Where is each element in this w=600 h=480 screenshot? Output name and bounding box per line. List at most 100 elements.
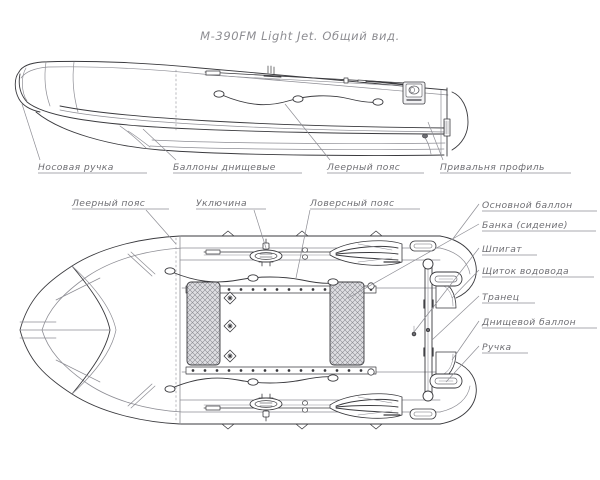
oar-blade-bottom <box>329 393 403 419</box>
stern-cone-bottom <box>439 361 477 425</box>
label-osnovnoy-ballon: Основной баллон <box>482 200 597 212</box>
lifeline-bottom <box>171 376 335 389</box>
grommet-top-3 <box>327 278 339 286</box>
transom-bracket-1 <box>423 299 434 309</box>
oar-handle <box>205 70 221 76</box>
hull-tab-4 <box>221 230 235 237</box>
plan-view-top-leaders <box>145 209 311 279</box>
side-view <box>14 60 469 157</box>
side-view-leaders <box>21 103 444 161</box>
leader-loversnyy-poyas <box>295 209 311 279</box>
leader-leernyy-poyas-plan <box>145 209 177 245</box>
oar-stop <box>343 77 349 84</box>
seat-panel-aft <box>329 281 365 366</box>
transom-bracket-2 <box>423 347 434 357</box>
label-shpigat: Шпигат <box>482 244 537 256</box>
oar-handle-bottom <box>205 405 221 411</box>
bottom-tube-outer <box>35 111 445 156</box>
side-view-label-group: Носовая ручка Баллоны днищевые Леерный п… <box>38 162 571 174</box>
handle-top <box>429 271 463 287</box>
lifeline-top <box>171 271 335 284</box>
deck-rail-2 <box>204 74 425 88</box>
handle-outer-bottom <box>409 408 437 420</box>
bottom-tube-nose <box>127 130 151 148</box>
bow-seam-2 <box>72 61 79 113</box>
label-text: Леерный пояс <box>326 162 400 173</box>
label-banka-sidenie: Банка (сидение) <box>482 220 596 232</box>
grommet-1 <box>213 90 225 98</box>
leader-tranets <box>431 295 480 341</box>
transom-hatch <box>444 120 449 135</box>
rubbing-strake-bottom <box>59 109 448 133</box>
bow-cap-inner <box>22 67 28 102</box>
label-text: Основной баллон <box>482 200 573 211</box>
stern-cone-bottom-inner <box>439 385 471 413</box>
leader-dnishchevoy-ballon <box>451 320 480 361</box>
deck-rail <box>204 71 425 85</box>
label-text: Ловерсный пояс <box>309 198 394 209</box>
label-text: Банка (сидение) <box>482 220 568 231</box>
grommet-2 <box>292 95 304 103</box>
main-tube-bottom <box>18 73 448 135</box>
label-leernyy-poyas-plan: Леерный пояс <box>71 198 169 210</box>
leader-nosovaya-ruchka <box>21 103 41 161</box>
label-text: Ручка <box>482 342 512 353</box>
leader-uklyuchina <box>253 209 267 249</box>
bow-panel-seam <box>55 277 101 383</box>
label-text: Шпигат <box>482 244 522 255</box>
grommet-top-1 <box>164 267 176 275</box>
stern-round <box>451 91 469 151</box>
plan-view <box>19 230 477 430</box>
bow-seam-1 <box>44 61 51 107</box>
bow-side-seam-2 <box>130 251 156 409</box>
leader-ballony-dnishchevye <box>142 128 177 161</box>
stern-cone-top <box>439 235 477 299</box>
plan-view-right-label-group: Основной баллон Банка (сидение) Шпигат Щ… <box>481 200 597 354</box>
floor-fitting-3 <box>223 349 237 363</box>
oarlock-side <box>263 65 282 81</box>
leader-osnovnoy-ballon <box>451 203 480 241</box>
handle-outer-top <box>409 240 437 252</box>
oar-blade-top <box>329 240 403 266</box>
label-ruchka: Ручка <box>482 342 528 354</box>
label-loversnyy-poyas: Ловерсный пояс <box>309 198 420 210</box>
oarlock-bottom <box>249 393 283 422</box>
grommet-bottom-2 <box>247 378 259 386</box>
leader-shpigat <box>413 247 480 333</box>
hull-tab-5 <box>295 230 309 237</box>
seat-panel-forward <box>186 281 221 366</box>
slat-end-ring-2 <box>367 368 375 376</box>
grommet-bottom-1 <box>164 385 176 393</box>
bow-cap <box>14 71 41 113</box>
label-dnishchevoy-ballon: Днищевой баллон <box>481 317 597 329</box>
hull-tab-2 <box>295 423 309 430</box>
handle-bottom <box>429 373 463 389</box>
oar-handle-top <box>205 249 221 255</box>
transom-bottom-ring <box>422 390 434 402</box>
bottom-tube-line-1 <box>149 145 445 150</box>
label-shchitok-vodovoda: Щиток водовода <box>482 266 594 278</box>
transom-center-bolt <box>425 327 431 333</box>
stern-cone-top-inner <box>439 247 471 275</box>
hull-tab-6 <box>369 230 383 237</box>
label-tranets: Транец <box>482 292 535 304</box>
bow-side-seam <box>127 253 153 407</box>
label-nosovaya-ruchka: Носовая ручка <box>38 162 147 174</box>
leader-banka-sidenie <box>347 223 480 299</box>
label-text: Уключина <box>196 198 247 209</box>
plan-view-right-leaders <box>347 203 480 383</box>
label-privalnyy-profil: Привальня профиль <box>440 162 571 174</box>
floor-fitting-1 <box>223 291 237 305</box>
grommet-top-2 <box>247 274 259 282</box>
bottom-tube-nose2 <box>119 125 147 149</box>
grommet-3 <box>372 98 384 106</box>
oar-lock-rings-top <box>302 247 308 260</box>
plan-view-top-label-group: Леерный пояс Уключина Ловерсный пояс <box>71 198 420 210</box>
bow-tip-seam <box>19 321 57 339</box>
label-text: Баллоны днищевые <box>173 162 276 173</box>
label-text: Носовая ручка <box>38 162 114 173</box>
leader-privalnyy-profil <box>427 121 444 161</box>
label-text: Леерный пояс <box>71 198 145 209</box>
label-leernyy-poyas-side: Леерный пояс <box>326 162 424 174</box>
